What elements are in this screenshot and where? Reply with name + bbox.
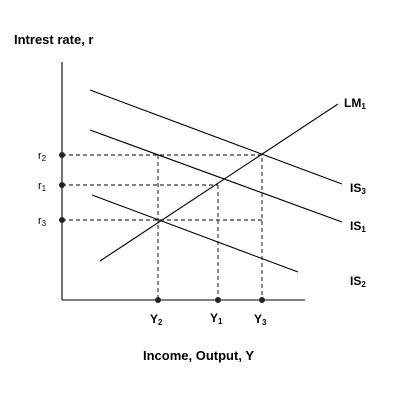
r1-label: r1 xyxy=(38,180,47,193)
r3-dot xyxy=(59,217,65,223)
y2-dot xyxy=(155,297,161,303)
lm1-curve xyxy=(99,103,339,262)
is3-curve xyxy=(89,89,343,185)
is3-label: IS3 xyxy=(350,181,366,196)
lm1-label: LM1 xyxy=(344,96,366,111)
is2-curve xyxy=(91,194,299,273)
r2-dot xyxy=(59,152,65,158)
y3-label: Y3 xyxy=(254,312,267,327)
is2-label: IS2 xyxy=(350,274,366,289)
y1-dot xyxy=(215,297,221,303)
y2-label: Y2 xyxy=(150,312,163,327)
y3-dot xyxy=(259,297,265,303)
x-axis-title: Income, Output, Y xyxy=(143,348,254,363)
r3-label: r3 xyxy=(38,215,47,228)
y-axis-title: Intrest rate, r xyxy=(14,32,93,47)
is1-curve xyxy=(89,129,343,223)
r2-y3-guide xyxy=(62,154,263,300)
is1-label: IS1 xyxy=(350,219,366,234)
r2-label: r2 xyxy=(38,150,47,163)
r1-dot xyxy=(59,182,65,188)
y1-label: Y1 xyxy=(210,311,223,326)
